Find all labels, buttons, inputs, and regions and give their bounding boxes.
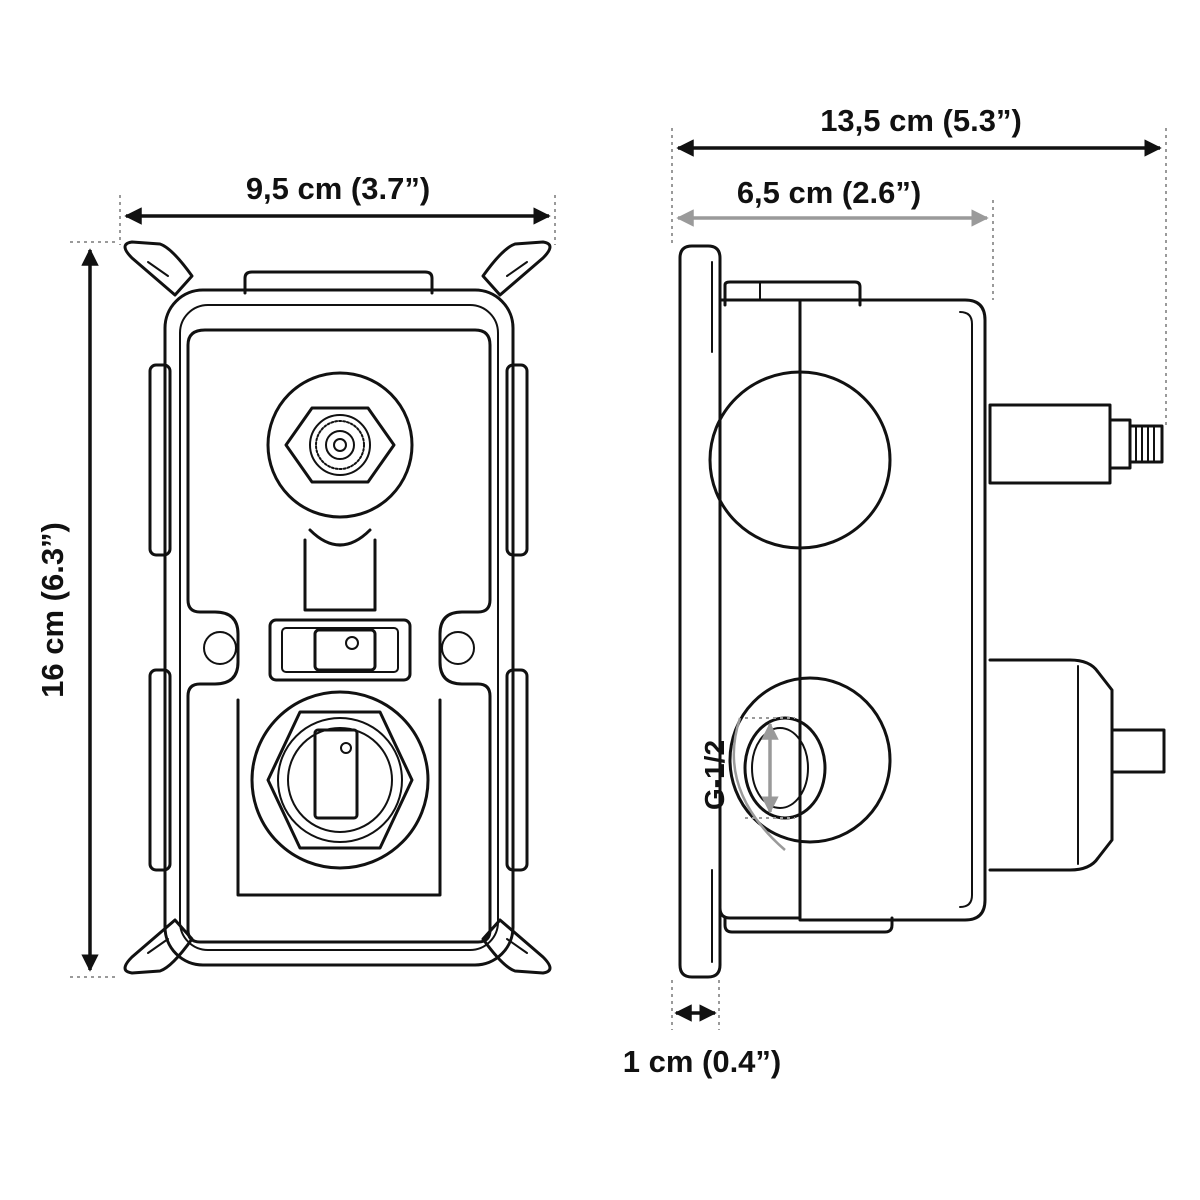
mounting-ear-top-right <box>481 240 552 297</box>
dimension-side-flange-depth: 1 cm (0.4”) <box>623 980 782 1079</box>
upper-valve-spindle <box>315 420 365 470</box>
mounting-ear-bottom-left <box>123 918 194 975</box>
front-body-outer <box>163 288 515 967</box>
lower-valve <box>236 690 442 897</box>
mounting-ear-top-left <box>123 240 194 297</box>
side-upper-port <box>708 370 892 550</box>
side-lug-right-lower <box>505 668 529 872</box>
upper-valve-hex-nut <box>284 406 396 484</box>
screw-hole-right <box>441 631 475 665</box>
front-view <box>123 240 552 975</box>
side-bottom-step <box>723 916 894 934</box>
dimension-front-height: 16 cm (6.3”) <box>35 241 118 978</box>
front-body-inner <box>179 304 499 951</box>
side-lower-port <box>728 676 892 844</box>
side-upper-spindle-splines <box>1128 424 1164 464</box>
side-lug-right-upper <box>505 363 529 557</box>
upper-valve <box>266 371 414 612</box>
dimension-label-side-total-depth: 13,5 cm (5.3”) <box>820 103 1022 138</box>
screw-hole-left <box>203 631 237 665</box>
side-lower-spindle <box>988 658 1166 872</box>
side-lug-left-upper <box>148 363 172 557</box>
top-tab <box>243 270 434 295</box>
dimension-thread-size: G-1/2 <box>699 717 795 851</box>
side-upper-spindle <box>988 403 1164 485</box>
side-lug-left-lower <box>148 668 172 872</box>
thread-arc <box>732 717 786 851</box>
dimension-side-body-depth: 6,5 cm (2.6”) <box>676 175 994 300</box>
front-face-panel <box>186 328 492 944</box>
lower-valve-hex-nut <box>266 710 414 850</box>
side-view <box>678 244 1166 979</box>
dimension-side-total-depth: 13,5 cm (5.3”) <box>671 103 1167 425</box>
side-top-step <box>723 280 862 307</box>
dimension-label-front-width: 9,5 cm (3.7”) <box>246 171 430 206</box>
dimension-label-side-body-depth: 6,5 cm (2.6”) <box>737 175 921 210</box>
diverter-switch <box>268 618 412 682</box>
dimension-label-thread-size: G-1/2 <box>699 740 730 810</box>
mounting-ear-bottom-right <box>481 918 552 975</box>
dimension-label-front-height: 16 cm (6.3”) <box>35 522 70 698</box>
lower-valve-cartridge-flat <box>313 728 359 820</box>
dimension-front-width: 9,5 cm (3.7”) <box>119 171 556 245</box>
side-mounting-flange <box>678 244 722 979</box>
dimension-label-side-flange-depth: 1 cm (0.4”) <box>623 1044 782 1079</box>
